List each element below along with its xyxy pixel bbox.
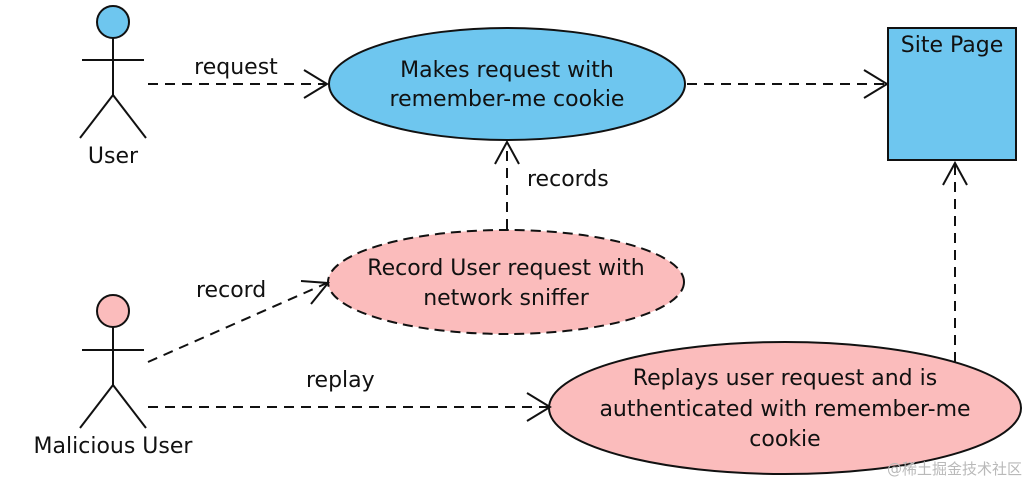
edge-record-label: record [196,278,266,303]
actor-malicious-head [96,294,130,328]
site-page-label: Site Page [901,33,1004,58]
edge-records: records [494,139,609,229]
site-page-box [887,27,1017,161]
actor-user-leg-right [112,94,147,139]
edge-replay-arrowhead [526,392,552,422]
edge-replay: replay [148,368,552,422]
edge-request-arrowhead [303,69,329,99]
watermark: @稀土掘金技术社区 [887,460,1022,478]
use-case-replays-request-line3: cookie [749,427,820,452]
edge-replay-label: replay [306,368,375,393]
actor-user: User [79,5,147,169]
use-case-record-request: Record User request with network sniffer [327,229,685,335]
edge-records-arrowhead [494,139,520,165]
edge-request: request [148,55,329,99]
use-case-replays-request-line1: Replays user request and is [633,366,937,391]
actor-user-leg-left [79,94,114,139]
edge-records-label: records [527,167,609,192]
use-case-replays-request-line2: authenticated with remember-me [599,397,970,422]
edge-request-label: request [194,55,278,80]
edge-to-site-page-arrowhead [863,69,889,99]
actor-malicious-user: Malicious User [34,294,194,459]
edge-replay-to-site-page [942,160,968,362]
use-case-record-request-line1: Record User request with [367,256,644,281]
use-case-record-request-shape [327,229,685,335]
edge-record: record [147,278,330,363]
use-case-makes-request-line2: remember-me cookie [390,87,625,112]
actor-user-head [96,5,130,39]
use-case-record-request-line2: network sniffer [423,286,590,311]
use-case-makes-request-shape [328,27,686,141]
edge-record-arrowhead [300,280,330,305]
use-case-makes-request: Makes request with remember-me cookie [328,27,686,141]
edge-replay-to-site-page-arrowhead [942,160,968,186]
actor-malicious-leg-left [79,384,114,429]
actor-malicious-leg-right [112,384,147,429]
use-case-makes-request-line1: Makes request with [400,58,614,83]
actor-user-label: User [88,144,139,169]
actor-malicious-label: Malicious User [34,434,194,459]
edge-to-site-page [687,69,889,99]
site-page: Site Page [887,27,1017,161]
use-case-replays-request: Replays user request and is authenticate… [548,341,1022,475]
